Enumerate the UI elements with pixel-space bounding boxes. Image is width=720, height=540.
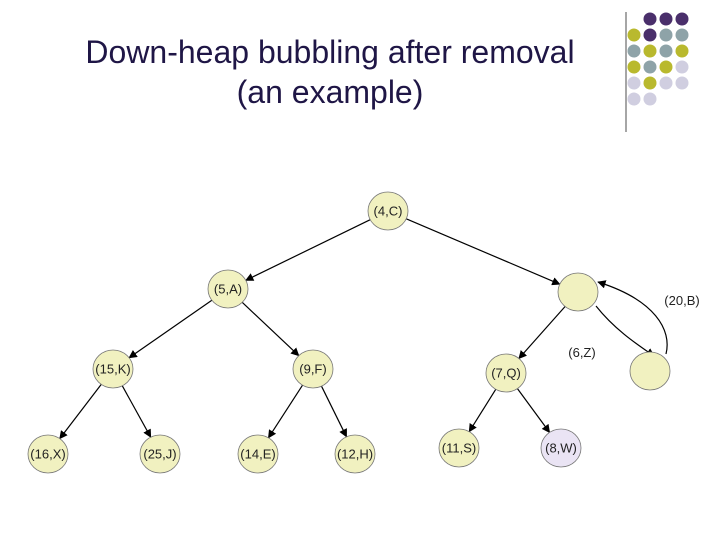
decorative-dot	[643, 60, 657, 74]
heap-node-lr: (9,F)	[292, 349, 334, 389]
decorative-dot	[643, 76, 657, 90]
node-shape	[27, 434, 69, 474]
title-line-2: (an example)	[236, 74, 424, 110]
node-label: (15,K)	[95, 362, 130, 377]
edge-ll-lll	[59, 384, 102, 440]
edge-lr-lrl	[267, 384, 304, 439]
title-line-1: Down-heap bubbling after removal	[85, 34, 575, 70]
decorative-dot	[627, 44, 641, 58]
decorative-dot	[659, 44, 673, 58]
node-label: (16,X)	[30, 447, 65, 462]
decorative-dot	[675, 28, 689, 42]
node-label: (25,J)	[143, 447, 176, 462]
edge-ll-llr	[121, 385, 152, 438]
swap-arrow-up	[597, 280, 668, 355]
edge-root-r	[406, 218, 561, 286]
heap-node-rl: (7,Q)	[485, 353, 527, 393]
decorative-dot	[627, 92, 641, 106]
swap-arrow-down	[595, 305, 655, 357]
decorative-dot	[659, 12, 673, 26]
edge-root-l	[245, 219, 371, 281]
heap-node-lrr: (12,H)	[334, 434, 376, 474]
decorative-dot	[675, 60, 689, 74]
heap-node-rr	[629, 351, 671, 391]
edge-l-ll	[128, 299, 213, 359]
decorative-dot	[643, 44, 657, 58]
heap-node-lll: (16,X)	[27, 434, 69, 474]
heap-node-lrl: (14,E)	[237, 434, 279, 474]
node-label: (14,E)	[240, 447, 275, 462]
heap-node-ll: (15,K)	[92, 349, 134, 389]
floating-labels: (20,B) (6,Z)	[568, 293, 699, 360]
edge-l-lr	[241, 301, 300, 357]
node-shape	[237, 434, 279, 474]
node-shape	[485, 353, 527, 393]
decorative-dot	[627, 28, 641, 42]
decorative-dot	[659, 60, 673, 74]
node-shape	[139, 434, 181, 474]
heap-node-rll: (11,S)	[438, 428, 480, 468]
node-label: (4,C)	[374, 204, 403, 219]
heap-node-root: (4,C)	[367, 191, 409, 231]
node-shape	[334, 434, 376, 474]
node-label: (9,F)	[299, 362, 326, 377]
edge-r-rl	[518, 306, 566, 360]
heap-node-l: (5,A)	[207, 269, 249, 309]
nodes: (4,C) (5,A) (15,K) (9,F) (7,Q) (16,X) (25,J) (1…	[27, 191, 671, 474]
node-shape	[438, 428, 480, 468]
heap-node-llr: (25,J)	[139, 434, 181, 474]
node-label: (7,Q)	[491, 366, 521, 381]
node-label: (5,A)	[214, 282, 242, 297]
decorative-dot	[675, 44, 689, 58]
node-label: (11,S)	[442, 441, 476, 456]
edge-lr-lrr	[320, 385, 348, 438]
decorative-dot	[643, 92, 657, 106]
node-shape	[557, 272, 599, 312]
slide-title: Down-heap bubbling after removal (an exa…	[40, 32, 620, 112]
decorative-dot	[627, 76, 641, 90]
decorative-dot	[675, 12, 689, 26]
edge-rl-rll	[468, 389, 497, 433]
floating-label-6z: (6,Z)	[568, 345, 595, 360]
decorative-dot	[659, 76, 673, 90]
node-shape	[92, 349, 134, 389]
decorative-dot-grid	[627, 12, 689, 106]
node-shape	[540, 428, 582, 468]
decorative-dot	[627, 60, 641, 74]
decorative-dot	[643, 12, 657, 26]
node-label: (8,W)	[545, 441, 577, 456]
swap-arrows	[595, 280, 668, 357]
node-shape	[207, 269, 249, 309]
floating-label-20b: (20,B)	[664, 293, 699, 308]
decorative-dot	[675, 76, 689, 90]
edges	[59, 218, 566, 440]
edge-rl-rlr	[516, 388, 551, 434]
node-shape	[367, 191, 409, 231]
decorative-dot	[659, 28, 673, 42]
decorative-dot	[643, 28, 657, 42]
heap-node-rlr: (8,W)	[540, 428, 582, 468]
node-shape	[292, 349, 334, 389]
node-label: (12,H)	[337, 447, 373, 462]
node-shape	[629, 351, 671, 391]
heap-node-r	[557, 272, 599, 312]
